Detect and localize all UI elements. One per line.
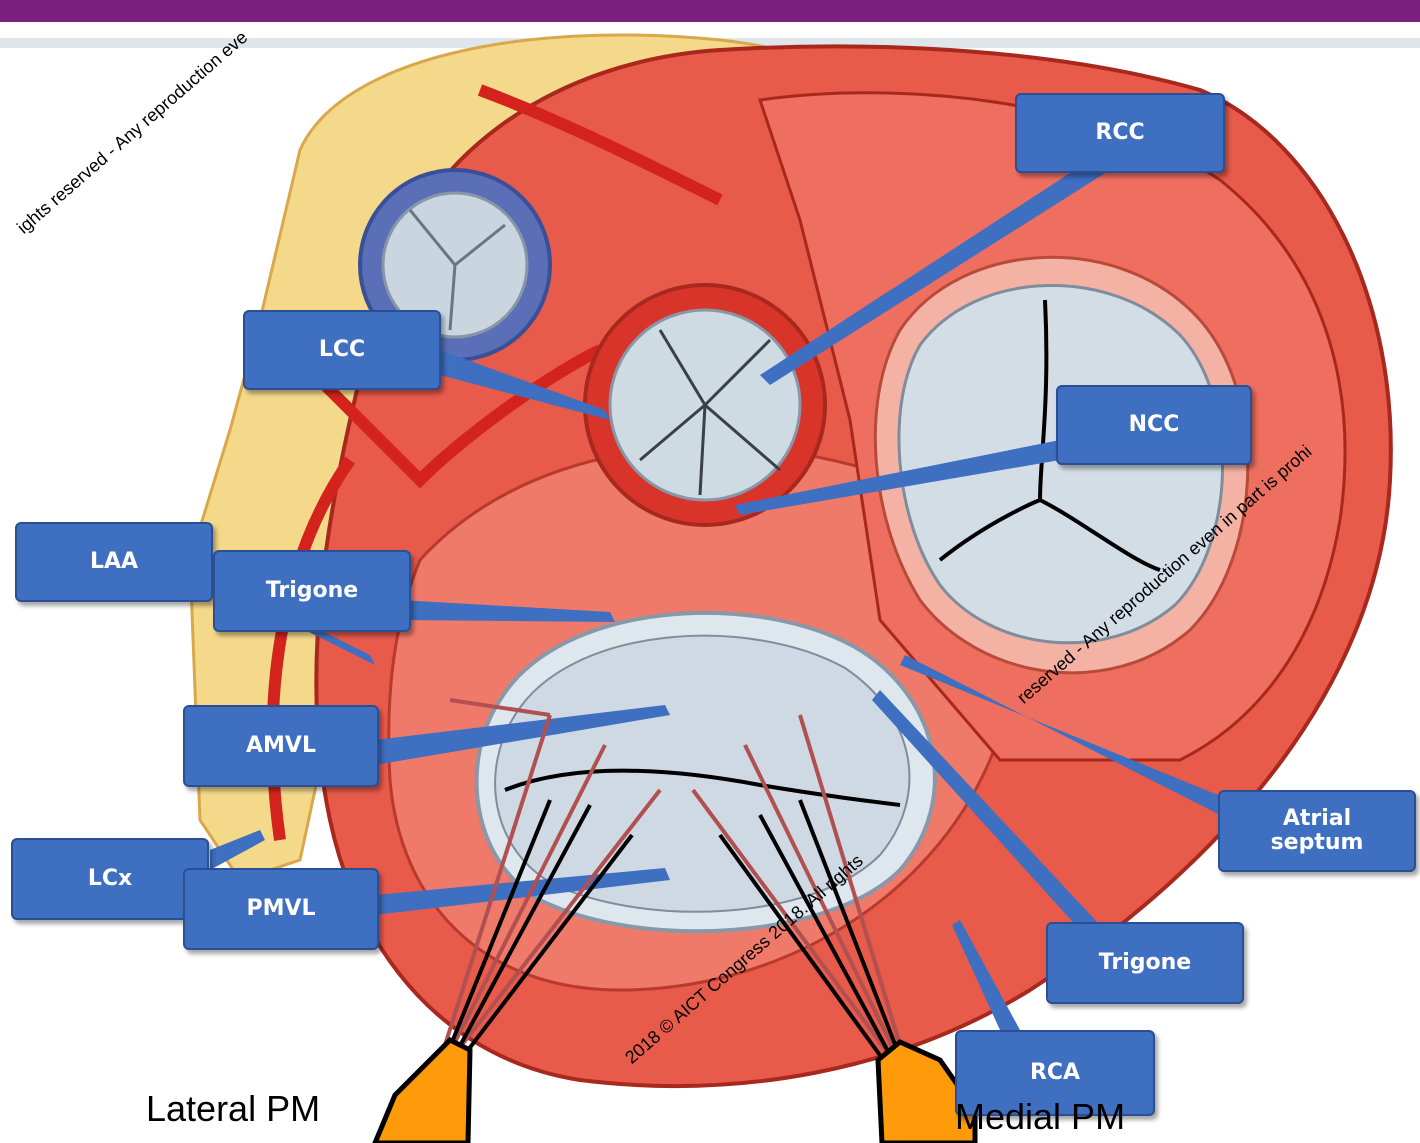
label-trigone-left: Trigone xyxy=(213,550,411,632)
label-amvl: AMVL xyxy=(183,705,379,787)
label-lateral-pm: Lateral PM xyxy=(146,1088,320,1130)
label-rcc: RCC xyxy=(1015,93,1225,173)
label-medial-pm: Medial PM xyxy=(955,1096,1125,1138)
label-atrial-septum: Atrial septum xyxy=(1218,790,1416,872)
label-pmvl: PMVL xyxy=(183,868,379,950)
label-lcc: LCC xyxy=(243,310,441,390)
lateral-papillary-muscle xyxy=(375,1040,470,1143)
label-laa: LAA xyxy=(15,522,213,602)
label-ncc: NCC xyxy=(1056,385,1252,465)
label-lcx: LCx xyxy=(11,838,209,920)
label-trigone-right: Trigone xyxy=(1046,922,1244,1004)
